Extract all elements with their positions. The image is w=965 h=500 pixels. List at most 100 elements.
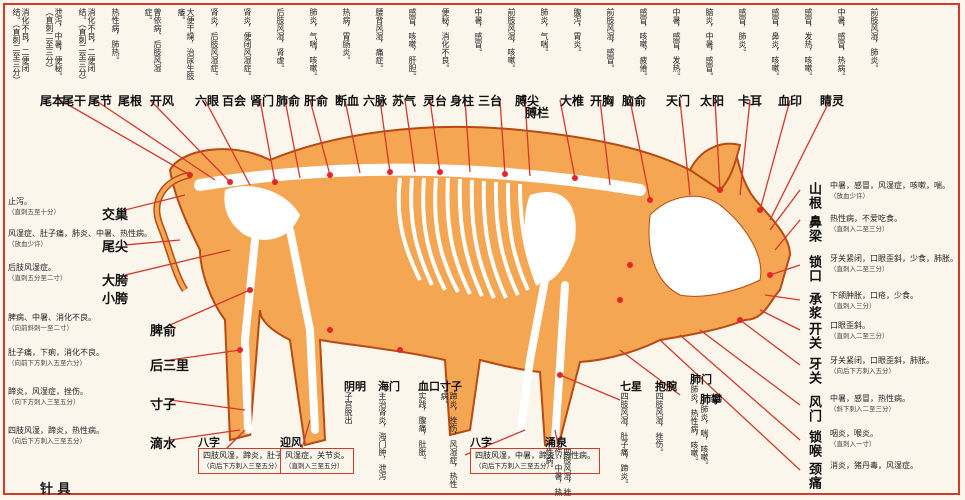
note-text-bazi_r: 四肢风湿，中暑，蹄炎，热性病。 [475, 451, 595, 460]
note-kaiguan_r: 口眼歪斜。（直刺入二至三分） [830, 320, 889, 342]
note-text-dishui: 四肢风湿，蹄炎，热性病。 [8, 426, 104, 435]
top-column-c19: 前肢风湿，感冒。 [606, 8, 615, 86]
note-sub-biliang: （直刺入二至三分） [830, 224, 902, 235]
note-text-biliang: 热性病，不爱吃食。 [830, 214, 902, 223]
label-liuyan: 六眼 [195, 92, 219, 109]
label-weiben: 尾本 [40, 92, 64, 109]
label-dazhui: 大椎 [560, 92, 584, 109]
note-housanli: 肚子痛，下痢，消化不良。（向前下方刺入五至六分） [8, 347, 104, 369]
note-sub-yingfeng: （直刺入三至五分） [285, 461, 349, 471]
note-dishui: 四肢风湿，蹄炎，热性病。（向后下方刺入三至五分） [8, 425, 104, 447]
label-taiyang: 太阳 [700, 92, 724, 109]
label-ganshu: 肝俞 [304, 92, 328, 109]
label-liumai: 六脉 [363, 92, 387, 109]
label-biliang: 鼻梁 [804, 215, 823, 243]
note-text-dakua: 后肢风湿症。 [8, 263, 56, 272]
label-suqi: 苏气 [392, 92, 416, 109]
top-column-c6: 大便干燥，治尿生肢痿。 [177, 8, 195, 86]
note-text-qixing: 四肢风湿，肚子痛，蹄炎。 [620, 392, 629, 488]
note-feimen: 肺炎，热性病，咳嗽。 [690, 385, 699, 496]
top-column-c5: 曾依病、后肢风湿症。 [144, 8, 162, 86]
note-text-pishu: 脾病、中暑、消化不良。 [8, 313, 96, 322]
top-column-c4: 热性病，肺热。 [111, 8, 120, 86]
label-yaguan: 牙关 [804, 357, 823, 385]
label-kaiguan: 开胸 [590, 92, 614, 109]
note-text-yinming: 子宫脱出 [344, 392, 353, 424]
top-column-c25: 感冒，发热，咳嗽。 [804, 8, 813, 86]
label-tianmen: 天门 [666, 92, 690, 109]
top-column-c16: 前肢风湿，咳嗽。 [507, 8, 516, 86]
note-suokou: 牙关紧闭，口眼歪斜，少食，肺胀。（直刺入二至三分） [830, 253, 958, 275]
note-text-haimen: 主治肾炎，海门肿，泄泻 [378, 392, 387, 480]
note-text-jingtong: 消炎，猪丹毒，风湿症。 [830, 461, 918, 470]
note-baoxue: 四肢风湿，挫伤。 [655, 392, 664, 496]
note-yingfeng: 风湿症，关节炎。（直刺入三至五分） [280, 448, 354, 474]
top-column-c22: 脑炎，中暑，感冒。 [705, 8, 714, 86]
note-text-cunzi_b: 蹄炎，挫伤，风湿症，热性病。 [440, 392, 458, 488]
top-column-c21: 中暑，感冒，发热。 [672, 8, 681, 86]
label-weijie: 尾节 [88, 92, 112, 109]
top-column-c12: 腰背风湿，痛症。 [375, 8, 384, 86]
top-column-c17: 肺炎，气喘。 [540, 8, 549, 86]
top-column-c13: 感冒，咳嗽，肝胆。 [408, 8, 417, 86]
top-column-c7: 肾炎，后肢风湿症。 [210, 8, 219, 86]
label-shangen: 山根 [804, 182, 823, 210]
top-column-c2: 泄泻，中暑，便秘。（直刺二至三分） [45, 8, 63, 86]
note-sub-shangen: （放血少许） [830, 191, 950, 202]
note-text-shangen: 中暑，感冒，风湿症，咳嗽，喘。 [830, 181, 950, 190]
note-feipan: 肺炎，喘，咳嗽。 [700, 405, 709, 496]
label-suohou: 锁喉 [804, 430, 823, 458]
label-baihui: 百会 [222, 92, 246, 109]
note-sub-bazi_r: （向后下方刺入三至五分） [475, 461, 595, 471]
top-column-c15: 中暑，感冒。 [474, 8, 483, 86]
note-jingtong: 消炎，猪丹毒，风湿症。 [830, 460, 918, 471]
top-column-c9: 后肢风湿，肾虚。 [276, 8, 285, 86]
note-sub-cunzi: （向下方刺入三至五分） [8, 397, 88, 408]
note-sub-suokou: （直刺入二至三分） [830, 264, 958, 275]
note-bazi_r: 四肢风湿，中暑，蹄炎，热性病。（向后下方刺入三至五分） [470, 448, 600, 474]
note-sub-suohou: （直刺入一寸） [830, 439, 878, 450]
top-column-c18: 腹泻，胃炎。 [573, 8, 582, 86]
note-xuekou: 实践，腹痛，肚胀。 [418, 392, 427, 496]
note-text-suohou: 咽炎，喉炎。 [830, 429, 878, 438]
label-housanli: 后三里 [150, 355, 189, 374]
top-column-c11: 热病，胃肠炎。 [342, 8, 351, 86]
label-jingtong: 颈痛 [804, 462, 823, 490]
label-weigen: 尾根 [118, 92, 142, 109]
note-shangen: 中暑，感冒，风湿症，咳嗽，喘。（放血少许） [830, 180, 950, 202]
note-text-xuekou: 实践，腹痛，肚胀。 [418, 392, 427, 464]
note-sub-dishui: （向后下方刺入三至五分） [8, 436, 104, 447]
label-xiaokua: 小胯 [102, 288, 128, 307]
label-cunzi: 寸子 [150, 394, 176, 413]
label-dishui: 滴水 [150, 433, 176, 452]
label-pishu: 脾俞 [150, 320, 176, 339]
label-dakua: 大胯 [102, 270, 128, 289]
note-text-yaguan: 牙关紧闭，口眼歪斜，肺胀。 [830, 356, 934, 365]
note-text-yingfeng: 风湿症，关节炎。 [285, 451, 349, 460]
label-xueyin: 血印 [778, 92, 802, 109]
note-sub-jiaochao: （直刺五至十分） [8, 207, 60, 218]
note-sub-fengmen: （斜下刺入二至三分） [830, 404, 910, 415]
note-fengmen: 中暑，感冒，热性病。（斜下刺入二至三分） [830, 393, 910, 415]
note-sub-housanli: （向前下方刺入五至六分） [8, 358, 104, 369]
note-text-feimen: 肺炎，热性病，咳嗽。 [690, 385, 699, 465]
label-kaiguan_r: 开关 [804, 322, 823, 350]
top-column-c1: 消化不良，二便闭结。（直刺二至三分） [12, 8, 30, 86]
label-chengjiang: 承浆 [804, 292, 823, 320]
note-yaguan: 牙关紧闭，口眼歪斜，肺胀。（向后下方刺入五分） [830, 355, 934, 377]
note-qixing: 四肢风湿，肚子痛，蹄炎。 [620, 392, 629, 496]
footer-title: 针 具 [40, 478, 71, 497]
note-yinming: 子宫脱出 [344, 392, 353, 496]
label-kaifeng: 开风 [150, 92, 174, 109]
note-suohou: 咽炎，喉炎。（直刺入一寸） [830, 428, 878, 450]
top-column-c10: 肺炎，气喘，咳嗽。 [309, 8, 318, 86]
top-column-c26: 中暑，感冒，热病。 [837, 8, 846, 86]
label-fengmen: 风门 [804, 395, 823, 423]
note-text-kaiguan_r: 口眼歪斜。 [830, 321, 870, 330]
note-weijian: 风湿症、肚子痛，肺炎、中暑、热性病。（放血少许） [8, 228, 152, 250]
note-text-weijian: 风湿症、肚子痛，肺炎、中暑、热性病。 [8, 229, 152, 238]
label-kaer: 卡耳 [738, 92, 762, 109]
note-sub-pishu: （向前斜刺一至二寸） [8, 323, 96, 334]
note-dakua: 后肢风湿症。（直刺五分至二寸） [8, 262, 67, 284]
label-lingtai: 灵台 [423, 92, 447, 109]
